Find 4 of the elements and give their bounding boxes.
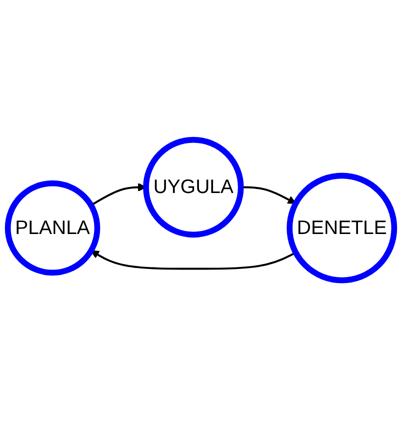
- node-circle: UYGULA: [143, 137, 244, 238]
- node-circle: DENETLE: [286, 173, 398, 284]
- arrow: [240, 186, 296, 204]
- node-circle: PLANLA: [4, 180, 100, 276]
